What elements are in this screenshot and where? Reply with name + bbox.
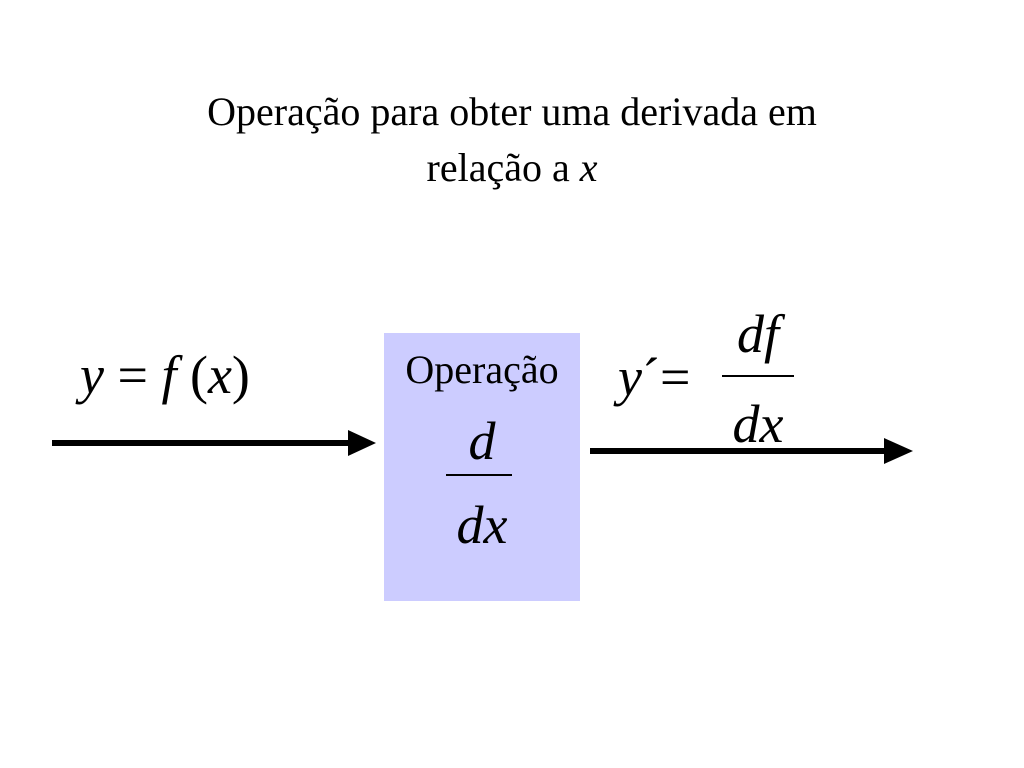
output-denominator: dx — [732, 394, 784, 454]
title-line-1: Operação para obter uma derivada em — [207, 89, 817, 134]
output-numerator: df — [736, 304, 779, 364]
input-rparen: ) — [231, 345, 250, 405]
output-equals: = — [659, 347, 691, 407]
input-arrow — [52, 430, 376, 456]
title-line-2: relação a x — [0, 140, 1024, 196]
diagram-title: Operação para obter uma derivada em rela… — [0, 84, 1024, 196]
output-y: y — [618, 347, 642, 407]
input-expression: y = f (x) — [80, 340, 250, 410]
output-lhs: y´= — [618, 342, 690, 412]
operation-fraction-bar — [446, 474, 512, 476]
operation-box: Operação d dx — [384, 333, 580, 601]
input-y: y — [80, 345, 104, 405]
operation-label: Operação — [405, 347, 559, 392]
operation-numerator: d — [468, 411, 496, 471]
output-arrow — [590, 438, 913, 464]
operation-denominator: dx — [456, 495, 508, 555]
input-equals: = — [117, 345, 148, 405]
input-f: f — [161, 345, 177, 405]
title-line-2-text: relação a — [426, 145, 580, 190]
input-x: x — [207, 345, 232, 405]
input-lparen: ( — [189, 345, 208, 405]
output-fraction-bar — [722, 375, 794, 377]
title-variable: x — [579, 145, 598, 190]
output-prime: ´ — [641, 347, 660, 407]
